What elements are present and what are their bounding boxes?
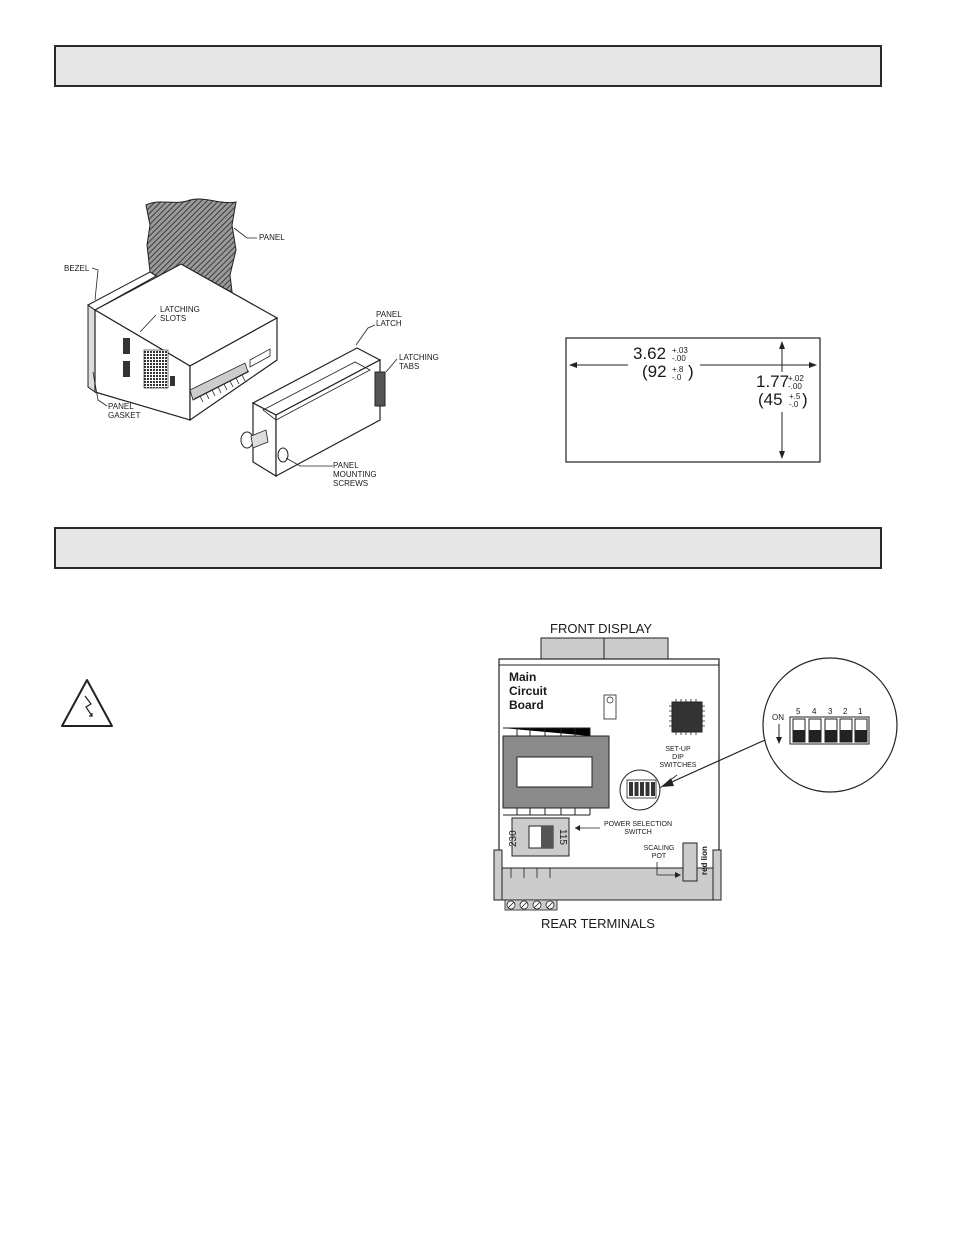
cutout-width-close: )	[688, 362, 694, 381]
cutout-width-in-tol: +.03 -.00	[672, 346, 688, 363]
cutout-height-close: )	[802, 390, 808, 409]
label-bezel: BEZEL	[64, 264, 90, 273]
cutout-height-in-tol: +.02 -.00	[788, 374, 804, 391]
cutout-height-in: 1.77	[756, 372, 790, 391]
section-header-1	[54, 45, 882, 87]
cutout-width-mm-tol: +.8 -.0	[672, 365, 684, 382]
label-latching-slots: LATCHING SLOTS	[160, 305, 200, 323]
red-lion-logo: red lion	[700, 846, 709, 875]
section-header-2	[54, 527, 882, 569]
label-panel-latch: PANEL LATCH	[376, 310, 402, 328]
terminal-strip	[189, 362, 249, 401]
rear-base	[498, 867, 720, 901]
label-latching-tabs: LATCHING TABS	[399, 353, 439, 371]
cutout-width-mm: (92	[642, 362, 667, 381]
microcontroller-chip	[671, 701, 703, 733]
board-title: Main Circuit Board	[509, 670, 548, 712]
label-panel-mounting-screws: PANEL MOUNTING SCREWS	[333, 461, 377, 488]
label-panel-gasket: PANEL GASKET	[108, 402, 141, 420]
latching-slot	[123, 338, 130, 354]
voltage-230-label: 230	[508, 830, 519, 847]
scaling-pot-label: SCALING POT	[643, 845, 675, 860]
cutout-width-in: 3.62	[633, 344, 667, 363]
cutout-height-mm: (45	[758, 390, 783, 409]
scaling-pot	[682, 842, 698, 882]
dip-on-label: ON	[772, 713, 784, 722]
cutout-height-mm-tol: +.5 -.0	[789, 392, 801, 409]
dip-number-5: 5	[796, 707, 801, 716]
dip-number-4: 4	[812, 707, 817, 716]
cutout-outline	[565, 337, 821, 463]
rear-terminal-screws	[504, 868, 558, 911]
label-panel: PANEL	[259, 233, 285, 242]
latching-tab	[374, 371, 386, 407]
dip-number-2: 2	[843, 707, 848, 716]
dip-number-3: 3	[828, 707, 833, 716]
voltage-115-label: 115	[557, 829, 568, 845]
dip-number-1: 1	[858, 707, 863, 716]
vent-fins	[143, 349, 169, 389]
power-selection-label: POWER SELECTION SWITCH	[603, 821, 673, 836]
front-display-label: FRONT DISPLAY	[550, 621, 653, 636]
rear-terminals-label: REAR TERMINALS	[541, 916, 655, 931]
setup-dip-label: SET-UP DIP SWITCHES	[659, 746, 697, 769]
